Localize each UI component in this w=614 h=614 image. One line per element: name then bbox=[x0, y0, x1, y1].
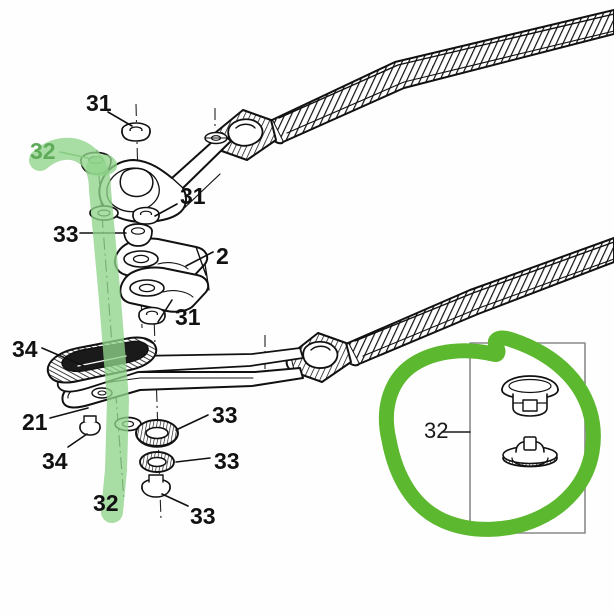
bushing-33-upper bbox=[123, 223, 153, 247]
callout-34-upper: 34 bbox=[12, 336, 38, 362]
bushing-33-mid bbox=[135, 419, 179, 448]
green-highlight-strip bbox=[29, 137, 129, 523]
upper-steering-tube bbox=[266, 9, 614, 145]
callout-21-arm: 21 bbox=[22, 409, 48, 435]
green-circle-annotation bbox=[378, 330, 601, 537]
callout-32-lower-highlight: 32 bbox=[93, 490, 119, 516]
inset-grommet-cap bbox=[501, 375, 559, 417]
callout-31-upper-mid: 31 bbox=[180, 183, 206, 209]
callout-2-bracket: 2 bbox=[216, 243, 229, 269]
callout-33-bottom: 33 bbox=[190, 503, 216, 529]
callout-32-upper-highlight: 32 bbox=[30, 138, 56, 164]
inset-grommet-base bbox=[502, 436, 558, 468]
callout-31-lower-mid: 31 bbox=[175, 304, 201, 330]
washer-33-lower bbox=[139, 451, 175, 473]
callout-33-mid: 33 bbox=[212, 402, 238, 428]
upper-link-arm bbox=[98, 131, 232, 223]
callout-34-lower: 34 bbox=[42, 448, 68, 474]
callout-33-upper: 33 bbox=[53, 221, 79, 247]
callout-32-inset: 32 bbox=[424, 418, 449, 443]
callout-31-top: 31 bbox=[86, 90, 112, 116]
nut-33-bottom bbox=[141, 474, 171, 498]
nut-31-mid bbox=[132, 206, 160, 225]
callout-33-lower: 33 bbox=[214, 448, 240, 474]
center-bracket-part-2 bbox=[113, 237, 210, 313]
nut-34-lower bbox=[79, 415, 101, 436]
parts-layer bbox=[29, 9, 614, 537]
nut-31-top bbox=[121, 122, 151, 142]
nut-31-lower bbox=[138, 306, 166, 325]
